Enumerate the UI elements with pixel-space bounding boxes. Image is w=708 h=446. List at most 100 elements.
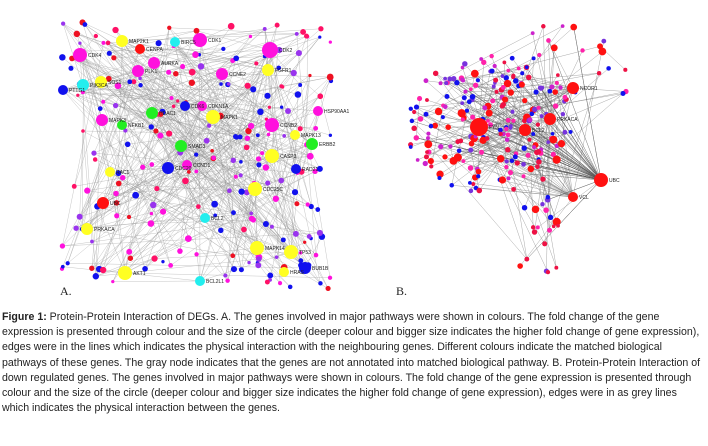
edge (267, 143, 313, 184)
gene-node (267, 272, 274, 279)
gene-node (177, 248, 183, 254)
gene-node (285, 108, 291, 115)
gene-node (279, 84, 284, 89)
gene-node (114, 213, 120, 219)
gene-node (305, 202, 310, 207)
gene-node (469, 93, 476, 100)
gene-node (497, 127, 503, 133)
gene-node (509, 55, 515, 61)
edge (472, 72, 600, 98)
edge (74, 108, 101, 187)
gene-node (247, 260, 251, 265)
gene-label: UBC (609, 178, 620, 184)
edge (549, 47, 555, 120)
gene-node (276, 65, 282, 71)
gene-label: ERBB2 (319, 142, 336, 148)
gene-node (154, 185, 160, 192)
gene-node-akt1 (118, 266, 132, 280)
gene-node (318, 26, 324, 32)
gene-node (82, 22, 88, 27)
gene-node (300, 29, 307, 35)
gene-node (516, 66, 521, 71)
edge (174, 41, 282, 181)
gene-node-ccne2 (216, 68, 228, 80)
edge (139, 78, 197, 155)
edge (117, 85, 171, 266)
gene-node (303, 33, 309, 39)
edge (93, 152, 306, 269)
gene-node (552, 103, 559, 109)
edge (173, 106, 197, 172)
edge (463, 129, 526, 162)
edge (109, 171, 233, 256)
edge (125, 27, 170, 270)
edge (79, 131, 84, 217)
edge (196, 52, 300, 155)
edge (489, 112, 602, 181)
edge (199, 188, 256, 282)
gene-node (487, 122, 493, 128)
edge (121, 40, 301, 129)
edge (540, 87, 602, 181)
edge (534, 118, 551, 233)
gene-node (500, 85, 506, 90)
edge (77, 81, 130, 96)
gene-node (262, 221, 269, 228)
gene-label: SMAD3 (188, 144, 205, 150)
gene-node (504, 164, 509, 170)
edge (513, 75, 602, 181)
gene-label: PRKACA (557, 117, 578, 123)
edge (160, 135, 228, 281)
edge (258, 257, 291, 287)
gene-node (463, 89, 468, 94)
gene-node (531, 145, 537, 150)
gene-node (453, 153, 462, 162)
edge (157, 114, 273, 157)
gene-label: CDC20 (175, 166, 192, 172)
edge (475, 136, 548, 198)
edge (254, 171, 302, 190)
gene-node-cdk1 (193, 33, 207, 47)
gene-node-prkaca (81, 223, 93, 235)
edge (107, 42, 153, 114)
gene-node (549, 84, 555, 90)
gene-node (512, 78, 519, 84)
gene-node (504, 137, 510, 143)
edge (478, 62, 484, 128)
gene-node (460, 117, 465, 122)
gene-node (327, 275, 333, 280)
edge (82, 84, 273, 126)
edge (462, 99, 567, 114)
edge (84, 24, 297, 170)
gene-node-cdc20 (162, 162, 174, 174)
gene-node (623, 67, 628, 72)
gene-node (536, 105, 541, 110)
edge (425, 80, 447, 84)
gene-node (505, 132, 511, 138)
edge (118, 183, 230, 191)
gene-node (274, 255, 279, 260)
gene-node (260, 151, 265, 156)
gene-label: CDKN1A (208, 104, 229, 110)
gene-node (455, 139, 461, 145)
edge (112, 280, 201, 282)
edge (91, 206, 98, 269)
gene-label: AURKA (161, 61, 179, 67)
gene-node-cdk6 (180, 101, 190, 111)
gene-node (473, 134, 478, 139)
gene-node-smad3 (175, 140, 187, 152)
edge (186, 156, 311, 166)
edge (174, 28, 265, 43)
gene-node (552, 89, 559, 95)
gene-node (470, 69, 479, 78)
edge (489, 112, 551, 120)
gene-node (81, 129, 85, 133)
gene-node (423, 154, 430, 160)
gene-label: BCL2L1 (206, 279, 224, 285)
gene-node (249, 211, 254, 216)
gene-node (436, 170, 444, 178)
edge (87, 190, 234, 213)
gene-node (294, 201, 300, 207)
